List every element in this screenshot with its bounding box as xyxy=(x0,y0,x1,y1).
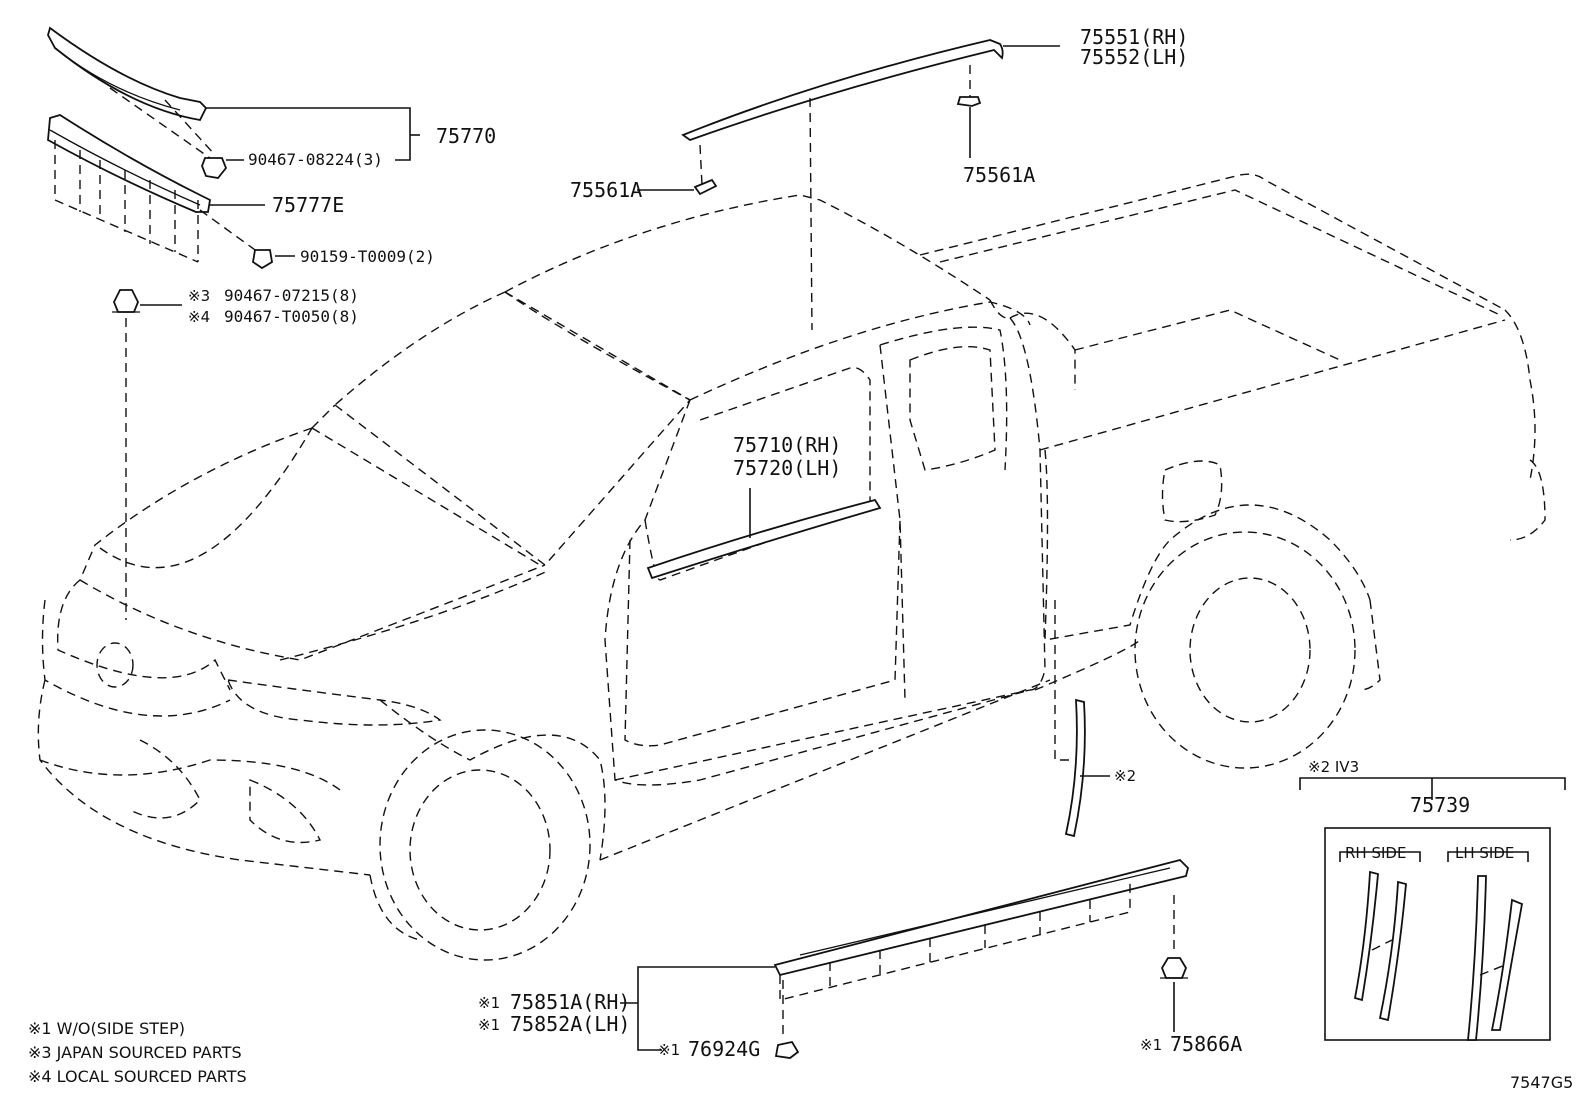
label-inset-header: ※2 IV3 xyxy=(1308,758,1359,776)
label-hood-clip: 90467-08224(3) xyxy=(248,150,383,169)
hood-clip-icon xyxy=(201,157,244,179)
moulding-clip-right-icon xyxy=(956,96,982,158)
label-rocker-rh-mark: ※1 xyxy=(478,994,500,1012)
hood-push-clip-icon xyxy=(112,289,182,620)
label-hood-bracket: 75777E xyxy=(272,193,344,217)
label-moulding-clip-right: 75561A xyxy=(963,163,1035,187)
roof-moulding-part xyxy=(681,39,1060,331)
label-clip-local-mark: ※4 xyxy=(188,308,210,326)
hood-bracket-part xyxy=(47,114,265,263)
hood-screw-icon xyxy=(252,249,295,270)
hood-moulding-part xyxy=(47,26,420,161)
label-rocker-nut-mark: ※1 xyxy=(1140,1036,1162,1054)
label-moulding-clip-left: 75561A xyxy=(570,178,642,202)
truck-illustration xyxy=(37,173,1546,961)
rocker-nut-icon xyxy=(1160,895,1188,1032)
label-clip-jp-mark: ※3 xyxy=(188,287,210,305)
diagram-code: 7547G5 xyxy=(1510,1073,1573,1092)
moulding-clip-left-icon xyxy=(637,178,718,196)
label-clip-local: 90467-T0050(8) xyxy=(224,307,359,326)
note-3: ※4 LOCAL SOURCED PARTS xyxy=(28,1067,247,1086)
note-2: ※3 JAPAN SOURCED PARTS xyxy=(28,1043,242,1062)
label-hood-screw: 90159-T0009(2) xyxy=(300,247,435,266)
rocker-clip-icon xyxy=(774,980,800,1059)
rocker-moulding-part xyxy=(620,858,1189,1051)
label-rocker-lh-mark: ※1 xyxy=(478,1016,500,1034)
pillar-garnish-part xyxy=(1054,600,1110,838)
label-rocker-clip-mark: ※1 xyxy=(658,1041,680,1059)
label-rocker-rh: 75851A(RH) xyxy=(510,990,630,1014)
label-inset-part: 75739 xyxy=(1410,793,1470,817)
label-roof-moulding-rh: 75551(RH) xyxy=(1080,25,1188,49)
note-1: ※1 W/O(SIDE STEP) xyxy=(28,1019,185,1038)
label-belt-lh: 75720(LH) xyxy=(733,456,841,480)
label-rocker-clip: 76924G xyxy=(688,1037,760,1061)
label-inset-rh: RH SIDE xyxy=(1345,844,1406,862)
label-inset-lh: LH SIDE xyxy=(1455,844,1514,862)
label-belt-rh: 75710(RH) xyxy=(733,433,841,457)
label-rocker-nut: 75866A xyxy=(1170,1032,1242,1056)
label-pillar-mark: ※2 xyxy=(1114,767,1136,785)
label-clip-jp: 90467-07215(8) xyxy=(224,286,359,305)
label-rocker-lh: 75852A(LH) xyxy=(510,1012,630,1036)
inset-box xyxy=(1299,777,1566,1041)
belt-moulding-part xyxy=(646,488,882,580)
label-hood-assy: 75770 xyxy=(436,124,496,148)
label-roof-moulding-lh: 75552(LH) xyxy=(1080,45,1188,69)
